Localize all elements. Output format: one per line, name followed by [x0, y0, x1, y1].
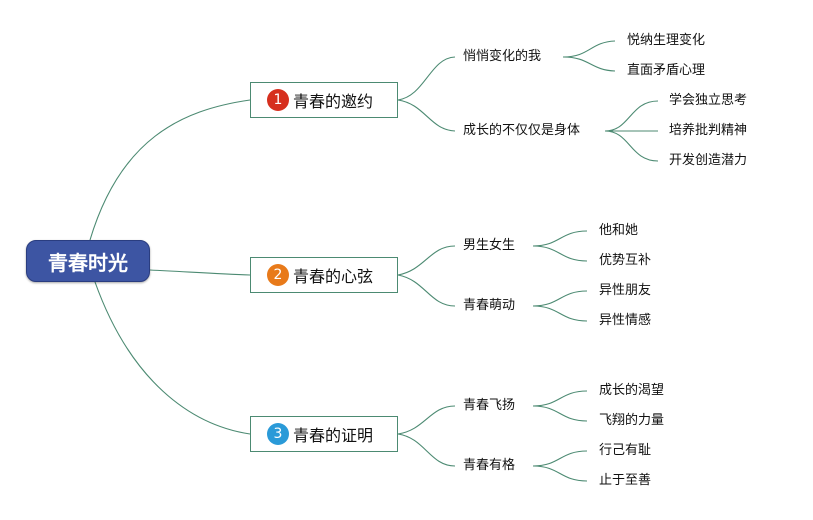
leaf-3-1-1[interactable]: 成长的渴望 [599, 383, 665, 398]
branch-label-3: 青春的证明 [293, 426, 374, 445]
branch-label-2: 青春的心弦 [293, 267, 374, 286]
leaf-2-2-2[interactable]: 异性情感 [599, 313, 652, 328]
leaf-1-2-2[interactable]: 培养批判精神 [669, 123, 748, 138]
branch-topic-1[interactable]: 1 青春的邀约 [250, 82, 398, 118]
subtopic-2-2[interactable]: 青春萌动 [463, 298, 516, 313]
leaf-1-2-3[interactable]: 开发创造潜力 [669, 153, 748, 168]
leaf-2-2-1[interactable]: 异性朋友 [599, 283, 652, 298]
number-badge-3: 3 [267, 423, 289, 445]
number-badge-1: 1 [267, 89, 289, 111]
branch-topic-2[interactable]: 2 青春的心弦 [250, 257, 398, 293]
number-badge-2: 2 [267, 264, 289, 286]
root-topic[interactable]: 青春时光 [26, 240, 150, 282]
leaf-3-2-1[interactable]: 行己有耻 [599, 443, 652, 458]
leaf-2-1-2[interactable]: 优势互补 [599, 253, 652, 268]
leaf-3-1-2[interactable]: 飞翔的力量 [599, 413, 665, 428]
leaf-2-1-1[interactable]: 他和她 [599, 223, 639, 238]
leaf-1-2-1[interactable]: 学会独立思考 [669, 93, 748, 108]
leaf-1-1-1[interactable]: 悦纳生理变化 [627, 33, 706, 48]
subtopic-1-2[interactable]: 成长的不仅仅是身体 [463, 123, 581, 138]
leaf-1-1-2[interactable]: 直面矛盾心理 [627, 63, 706, 78]
leaf-3-2-2[interactable]: 止于至善 [599, 473, 652, 488]
branch-label-1: 青春的邀约 [293, 92, 374, 111]
subtopic-1-1[interactable]: 悄悄变化的我 [463, 49, 542, 64]
subtopic-3-2[interactable]: 青春有格 [463, 458, 516, 473]
branch-topic-3[interactable]: 3 青春的证明 [250, 416, 398, 452]
subtopic-3-1[interactable]: 青春飞扬 [463, 398, 516, 413]
subtopic-2-1[interactable]: 男生女生 [463, 238, 516, 253]
